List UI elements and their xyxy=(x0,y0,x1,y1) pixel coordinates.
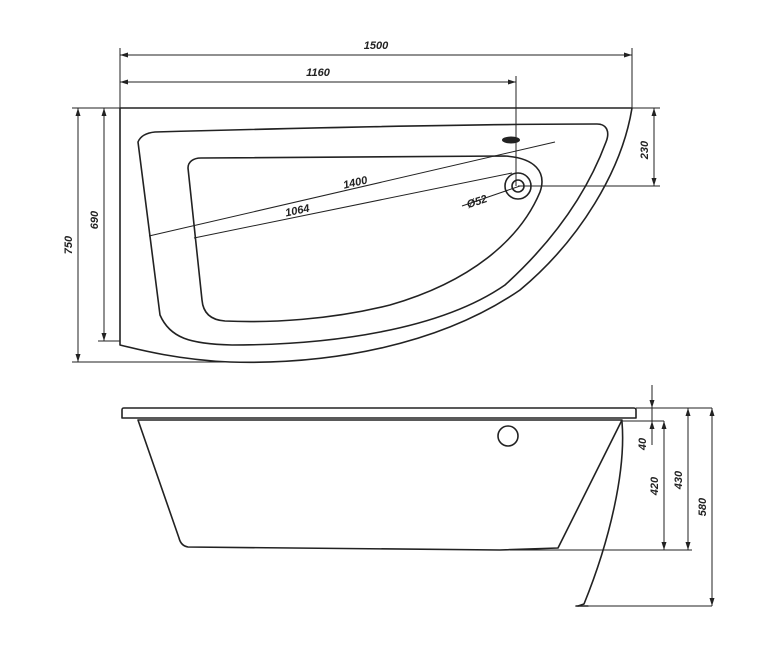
dim-diameter-leader xyxy=(461,185,521,207)
top-view: 1500 1160 1400 1064 Ø52 750 690 230 xyxy=(63,40,660,364)
dim-420-label: 420 xyxy=(649,476,661,496)
dim-1064-label: 1064 xyxy=(284,203,310,220)
dim-1400-line xyxy=(148,141,556,237)
dim-230-label: 230 xyxy=(639,140,651,160)
top-view-outer-rim xyxy=(119,107,633,364)
dim-430-label: 430 xyxy=(673,470,685,490)
dim-40-label: 40 xyxy=(637,437,649,451)
dim-690-label: 690 xyxy=(89,210,101,229)
dim-1400-label: 1400 xyxy=(342,174,369,191)
side-view-apron-curve xyxy=(577,421,624,607)
dim-1064-line xyxy=(193,172,513,239)
side-view-overflow xyxy=(497,425,519,447)
dim-750-label: 750 xyxy=(63,235,75,254)
side-view: 40 420 430 580 xyxy=(121,385,715,607)
arrowheads-top-view xyxy=(75,52,657,362)
dim-diameter-label: Ø52 xyxy=(465,193,488,211)
dim-1500-label: 1500 xyxy=(364,40,389,52)
overflow-slot xyxy=(502,136,520,144)
dim-580-label: 580 xyxy=(697,497,709,516)
side-view-body xyxy=(137,419,623,551)
side-view-rim xyxy=(121,407,637,419)
top-view-inner-rim xyxy=(137,123,609,346)
dim-1160-label: 1160 xyxy=(306,67,331,79)
top-view-basin xyxy=(187,155,543,323)
